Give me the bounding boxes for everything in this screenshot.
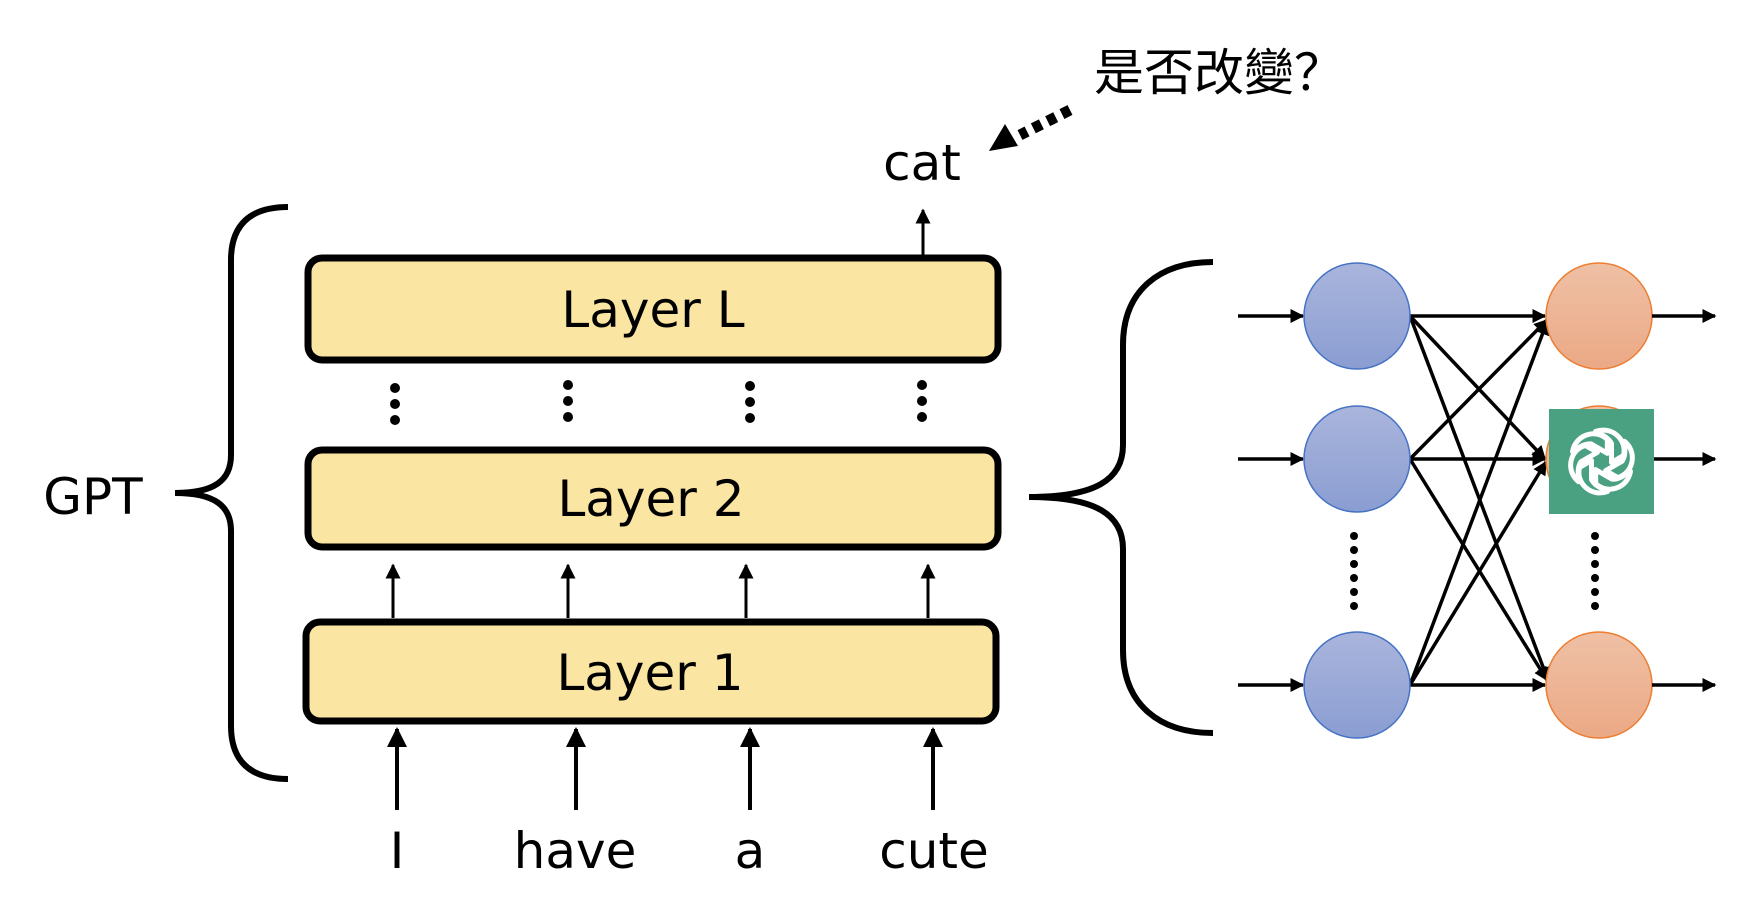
ellipsis-icon [563,380,573,422]
input-token: cute [879,822,989,880]
input-tokens: I have a cute [390,822,989,880]
gpt-brace [174,204,289,782]
input-token: a [735,822,766,880]
layer-box-L: Layer L [304,254,1002,364]
ellipsis-icon [390,383,400,425]
gpt-label: GPT [43,468,143,526]
ellipsis-icon [1591,532,1599,610]
layer-box-2: Layer 2 [304,446,1002,551]
ellipsis-icon [917,380,927,422]
dotted-arrow-head [989,124,1018,151]
inter-layer-arrows [385,563,936,618]
neural-network [1238,262,1717,739]
ellipsis-icon [1350,532,1358,610]
openai-logo-icon [1549,409,1654,514]
input-node [1303,262,1411,370]
input-arrows [387,727,943,810]
output-node [1545,631,1653,739]
layer-detail-brace [1028,259,1214,736]
dotted-arrow-shaft [1017,105,1073,140]
output-node [1545,262,1653,370]
ellipsis-icon [745,381,755,423]
input-token: have [514,822,637,880]
layer-box-1: Layer 1 [302,618,1000,725]
input-node [1303,631,1411,739]
layer-label: Layer 1 [556,644,743,702]
input-node [1303,405,1411,513]
nn-input-arrows [1238,309,1305,692]
question-label: 是否改變？ [1094,44,1344,102]
layer-label: Layer L [561,281,744,339]
nn-output-arrows [1652,309,1717,692]
vertical-ellipsis-group [390,380,927,425]
input-token: I [390,822,405,880]
layer-label: Layer 2 [557,470,744,528]
output-token: cat [883,134,961,192]
connections [1408,309,1551,692]
